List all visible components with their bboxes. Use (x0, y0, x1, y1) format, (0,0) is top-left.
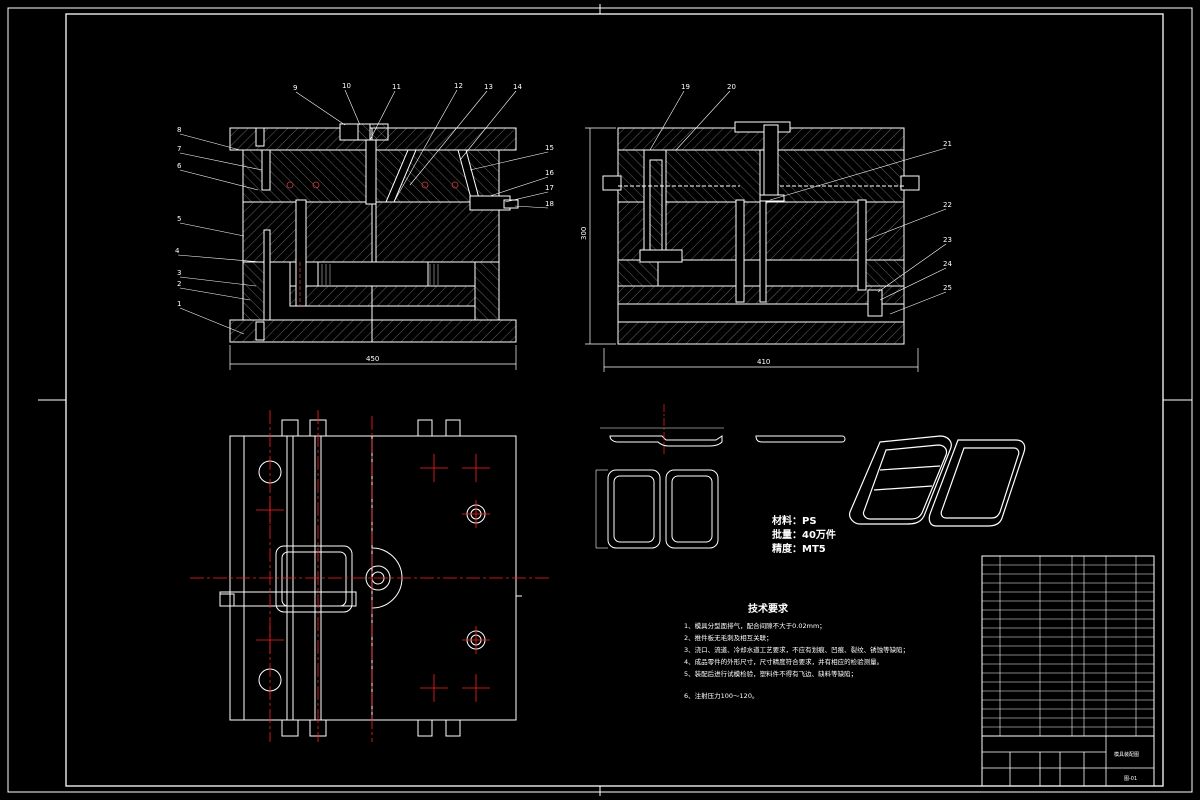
front-part-number: 5 (177, 215, 181, 223)
tech-item-6: 6、注射压力100～120。 (684, 691, 758, 700)
side-section-view (602, 121, 920, 345)
side-part-number: 24 (943, 260, 952, 268)
front-leader (459, 90, 517, 161)
tech-item-5: 5、装配后进行试模检验，塑料件不得有飞边、缺料等缺陷； (684, 669, 857, 678)
side-part-number: 20 (727, 83, 736, 91)
front-leader (179, 276, 257, 287)
front-part-number: 9 (293, 84, 297, 92)
front-leader (469, 151, 549, 171)
side-leader (865, 208, 947, 241)
front-leader (504, 191, 549, 203)
part-isometric-view (849, 435, 1026, 527)
side-part-number: 21 (943, 140, 952, 148)
front-leaders (177, 89, 549, 335)
front-leader (179, 307, 245, 335)
part-top-view (595, 469, 719, 549)
material-text: 材料：PS (772, 514, 817, 527)
title-block-title: 模具装配图 (1114, 751, 1139, 758)
side-width-dimension (585, 127, 919, 372)
side-part-numbers: 19 20 21 22 23 24 25 (681, 83, 952, 292)
front-part-number: 3 (177, 269, 181, 277)
front-width-dimension (229, 345, 517, 370)
front-leader (179, 169, 259, 191)
front-width-label: 450 (366, 355, 379, 363)
part-side-profile (600, 404, 846, 456)
front-part-number: 7 (177, 145, 181, 153)
side-leader (877, 243, 947, 293)
plan-center-lines (190, 410, 550, 742)
front-part-number: 12 (454, 82, 463, 90)
sheet-border (7, 4, 1193, 796)
front-part-number: 15 (545, 144, 554, 152)
side-leader (675, 90, 731, 151)
front-part-number: 14 (513, 83, 522, 91)
bill-of-materials-table (981, 555, 1155, 737)
title-block-drawing-no: 图-01 (1124, 776, 1137, 782)
side-leaders (649, 90, 947, 315)
tech-requirements-title: 技术要求 (748, 602, 789, 615)
front-leader (177, 254, 261, 263)
front-leader (179, 222, 245, 237)
tech-requirements-list: 1、模具分型面排气，配合间隙不大于0.02mm； 2、推件板无毛刺及相互关联； … (684, 621, 909, 700)
front-part-number: 6 (177, 162, 182, 170)
tech-item-3: 3、浇口、流道、冷却水道工艺要求，不应有划痕、凹痕、裂纹、锈蚀等缺陷； (684, 645, 909, 654)
side-height-label: 300 (580, 227, 588, 240)
front-part-number: 17 (545, 184, 554, 192)
front-leader (514, 205, 549, 209)
side-part-number: 25 (943, 284, 952, 292)
tech-item-4: 4、成品零件的外形尺寸，尺寸精度符合要求，并有相应的检验测量。 (684, 657, 883, 666)
side-width-label: 410 (757, 358, 770, 366)
front-part-number: 13 (484, 83, 493, 91)
front-part-number: 18 (545, 200, 554, 208)
front-part-number: 8 (177, 126, 181, 134)
side-leader (649, 90, 685, 151)
front-leader (179, 133, 241, 151)
front-leader (409, 90, 488, 186)
front-section-view (229, 123, 519, 343)
front-part-number: 1 (177, 300, 181, 308)
front-leader (394, 89, 458, 201)
front-leader (295, 91, 346, 126)
precision-text: 精度：MT5 (772, 542, 826, 555)
side-leader (769, 147, 947, 201)
front-leader (489, 176, 549, 197)
front-leader (344, 89, 361, 126)
front-part-number: 11 (392, 83, 401, 91)
front-part-number: 16 (545, 169, 554, 177)
front-part-number: 10 (342, 82, 351, 90)
front-view-hidden-lines (286, 181, 459, 306)
side-part-number: 22 (943, 201, 952, 209)
title-block (981, 735, 1155, 787)
side-leader (879, 267, 947, 301)
front-leader (179, 287, 251, 301)
front-leader (369, 90, 396, 141)
tech-item-1: 1、模具分型面排气，配合间隙不大于0.02mm； (684, 621, 826, 630)
tech-item-2: 2、推件板无毛刺及相互关联； (684, 633, 773, 642)
front-leader (179, 152, 263, 171)
front-part-number: 4 (175, 247, 180, 255)
side-part-number: 19 (681, 83, 690, 91)
side-leader (889, 291, 947, 315)
batch-text: 批量：40万件 (772, 528, 836, 541)
side-part-number: 23 (943, 236, 952, 244)
front-part-number: 2 (177, 280, 181, 288)
